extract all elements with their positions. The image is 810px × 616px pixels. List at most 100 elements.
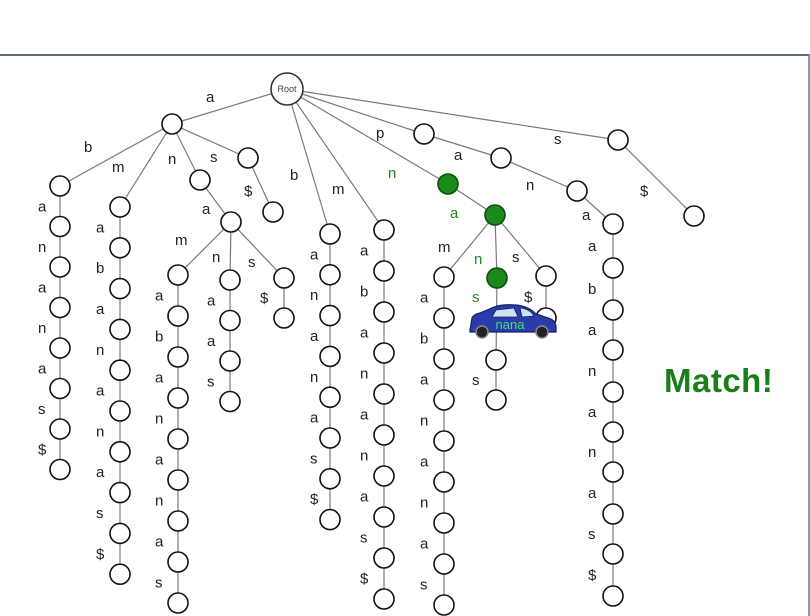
tree-node bbox=[602, 299, 624, 321]
edge-label: n bbox=[388, 165, 396, 182]
edge-label: a bbox=[96, 219, 105, 236]
edge-label: a bbox=[310, 410, 319, 427]
tree-node bbox=[167, 387, 189, 409]
tree-node bbox=[490, 147, 512, 169]
edge-label: a bbox=[38, 279, 47, 296]
edge-label: a bbox=[96, 383, 105, 400]
root-node: Root bbox=[270, 72, 304, 106]
tree-node bbox=[319, 427, 341, 449]
edge-label: a bbox=[155, 452, 164, 469]
edge-label: n bbox=[38, 320, 46, 337]
edge-label: $ bbox=[524, 289, 533, 306]
tree-node bbox=[433, 471, 455, 493]
edge-label: a bbox=[207, 333, 216, 350]
tree-node bbox=[49, 215, 71, 238]
tree-node bbox=[373, 260, 395, 282]
tree-node bbox=[319, 223, 341, 245]
tree-node bbox=[237, 147, 259, 169]
car-label: nana bbox=[496, 317, 526, 332]
edge-label: $ bbox=[244, 183, 253, 200]
edge-label: s bbox=[472, 372, 480, 389]
tree-node bbox=[167, 305, 189, 327]
tree-node bbox=[602, 213, 624, 235]
tree-node bbox=[373, 588, 395, 610]
tree-node bbox=[167, 469, 189, 491]
edge-label: s bbox=[420, 577, 428, 594]
edge-label: s bbox=[554, 131, 562, 148]
tree-node bbox=[602, 585, 624, 607]
edge-label: $ bbox=[310, 491, 319, 508]
edge-label: a bbox=[155, 534, 164, 551]
tree-node bbox=[433, 266, 455, 288]
tree-node bbox=[373, 465, 395, 487]
tree-node bbox=[219, 269, 241, 291]
edge-label: a bbox=[420, 290, 429, 307]
tree-edge bbox=[119, 123, 173, 208]
edge-label: a bbox=[38, 198, 47, 215]
edge-label: b bbox=[96, 260, 104, 277]
tree-node bbox=[49, 175, 71, 197]
edge-label: m bbox=[112, 159, 125, 176]
tree-node bbox=[109, 440, 131, 463]
edge-label: n bbox=[474, 251, 482, 268]
edge-label: $ bbox=[260, 290, 269, 307]
tree-node bbox=[49, 337, 71, 359]
matched-node bbox=[484, 204, 506, 226]
tree-node bbox=[433, 430, 455, 452]
tree-edge bbox=[494, 214, 547, 277]
edge-label: a bbox=[206, 89, 215, 106]
edge-label: n bbox=[360, 448, 368, 465]
tree-node bbox=[433, 389, 455, 411]
edge-label: m bbox=[175, 232, 188, 249]
tree-node bbox=[49, 377, 71, 400]
edge-label: $ bbox=[38, 441, 47, 458]
tree-node bbox=[319, 467, 341, 490]
edge-label: n bbox=[212, 249, 220, 266]
tree-edge bbox=[177, 221, 232, 276]
tree-node bbox=[433, 553, 455, 575]
tree-node bbox=[602, 461, 624, 483]
match-text: Match! bbox=[664, 362, 774, 399]
tree-node bbox=[433, 594, 455, 616]
edge-label: n bbox=[420, 413, 428, 430]
tree-node bbox=[220, 211, 242, 233]
top-margin bbox=[0, 0, 810, 54]
matched-node bbox=[486, 267, 508, 289]
tree-edge bbox=[286, 88, 425, 135]
root-label: Root bbox=[277, 84, 297, 94]
tree-node bbox=[319, 345, 341, 368]
tree-edge bbox=[286, 88, 331, 235]
edge-label: a bbox=[360, 489, 369, 506]
tree-node bbox=[373, 506, 395, 528]
edge-label: a bbox=[96, 464, 105, 481]
edge-label: a bbox=[310, 328, 319, 345]
tree-node bbox=[373, 383, 395, 405]
edge-label: $ bbox=[96, 546, 105, 563]
tree-node bbox=[219, 350, 241, 372]
tree-node bbox=[49, 458, 71, 481]
edge-label: s bbox=[96, 505, 104, 522]
tree-node bbox=[535, 265, 557, 287]
tree-node bbox=[433, 348, 455, 370]
edge-label: n bbox=[96, 423, 104, 440]
tree-node bbox=[602, 503, 624, 525]
edge-label: n bbox=[526, 177, 534, 194]
tree-edge bbox=[230, 221, 285, 279]
edge-label: a bbox=[588, 238, 597, 255]
tree-node bbox=[109, 400, 131, 422]
edge-label: n bbox=[155, 493, 163, 510]
edge-label: a bbox=[155, 288, 164, 305]
edge-label: s bbox=[360, 530, 368, 547]
tree-node bbox=[433, 512, 455, 534]
tree-node bbox=[602, 257, 624, 279]
tree-node bbox=[319, 508, 341, 531]
edge-label: a bbox=[38, 360, 47, 377]
tree-node bbox=[167, 592, 189, 614]
edge-label: a bbox=[588, 404, 597, 421]
tree-node bbox=[167, 551, 189, 573]
tree-node bbox=[319, 304, 341, 327]
tree-node bbox=[161, 113, 183, 135]
tree-edge bbox=[59, 123, 173, 187]
tree-node bbox=[485, 349, 507, 371]
